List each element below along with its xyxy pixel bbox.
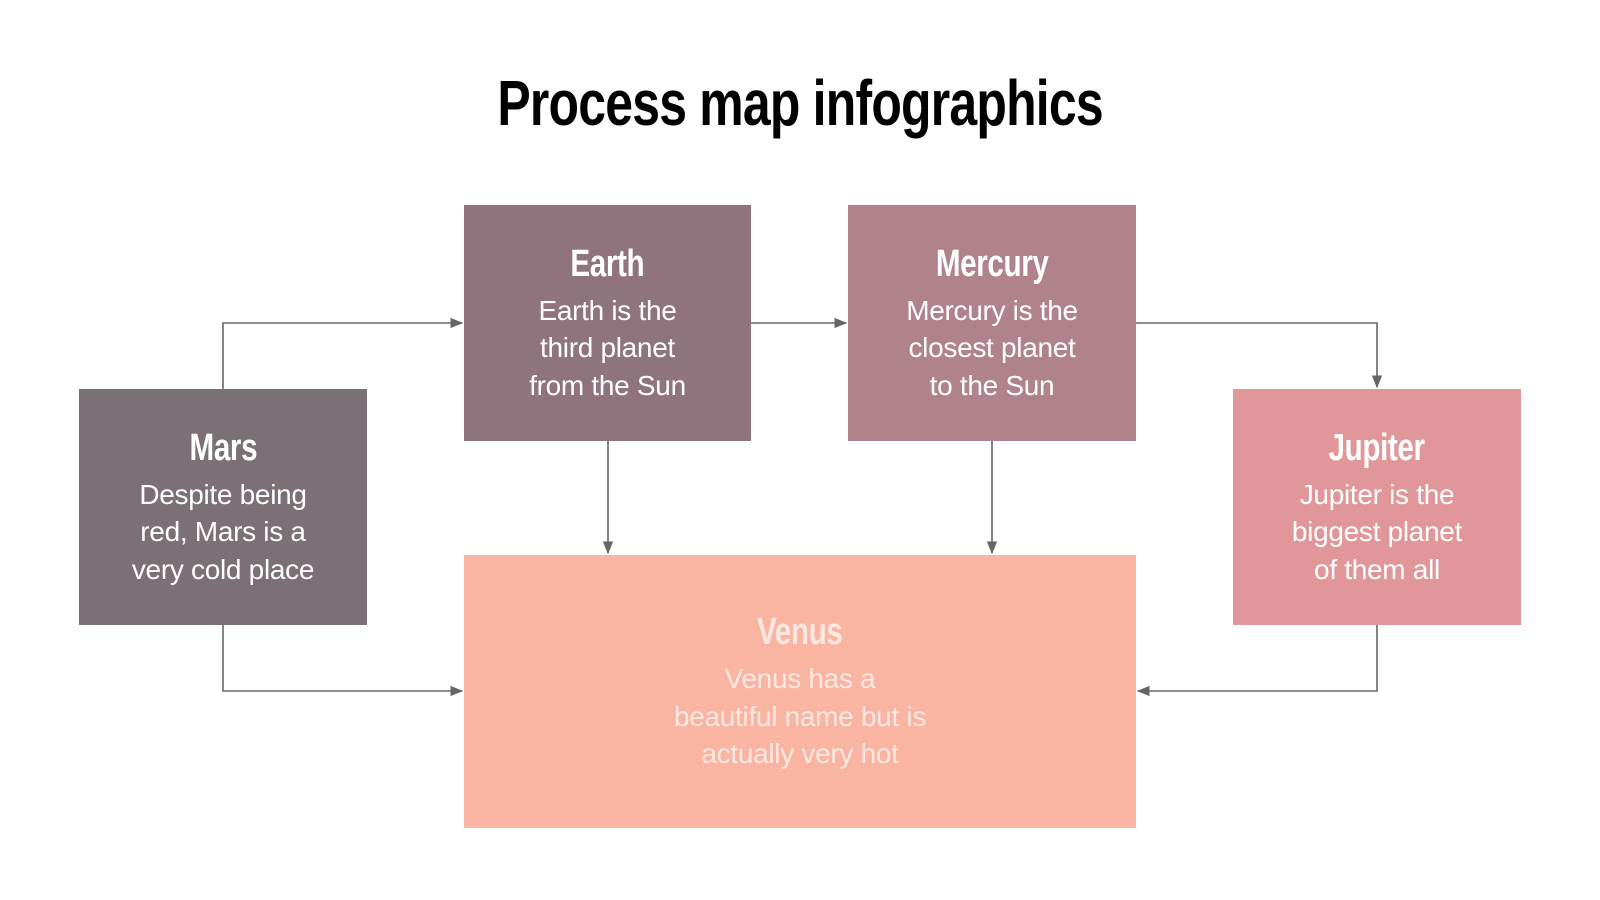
- node-title: Venus: [757, 611, 843, 654]
- page-title: Process map infographics: [497, 67, 1103, 139]
- node-description: Jupiter is the biggest planet of them al…: [1291, 478, 1463, 585]
- arrow-mars-to-venus: [222, 625, 464, 697]
- node-title: Mars: [189, 426, 257, 469]
- node-description: Earth is the third planet from the Sun: [529, 294, 686, 401]
- node-description: Mercury is the closest planet to the Sun: [906, 294, 1078, 401]
- arrow-mercury-to-jupiter: [1136, 322, 1383, 389]
- node-title: Earth: [570, 242, 645, 285]
- arrow-jupiter-to-venus: [1136, 625, 1378, 697]
- node-title: Jupiter: [1328, 426, 1426, 469]
- node-description: Venus has a beautiful name but is actual…: [673, 663, 927, 770]
- node-mars: Mars Despite being red, Mars is a very c…: [79, 389, 367, 625]
- node-description: Despite being red, Mars is a very cold p…: [131, 478, 315, 585]
- arrow-mars-to-earth: [222, 317, 464, 389]
- node-earth: Earth Earth is the third planet from the…: [464, 205, 751, 441]
- node-venus: Venus Venus has a beautiful name but is …: [464, 555, 1136, 828]
- node-mercury: Mercury Mercury is the closest planet to…: [848, 205, 1136, 441]
- node-jupiter: Jupiter Jupiter is the biggest planet of…: [1233, 389, 1521, 625]
- node-title: Mercury: [935, 242, 1049, 285]
